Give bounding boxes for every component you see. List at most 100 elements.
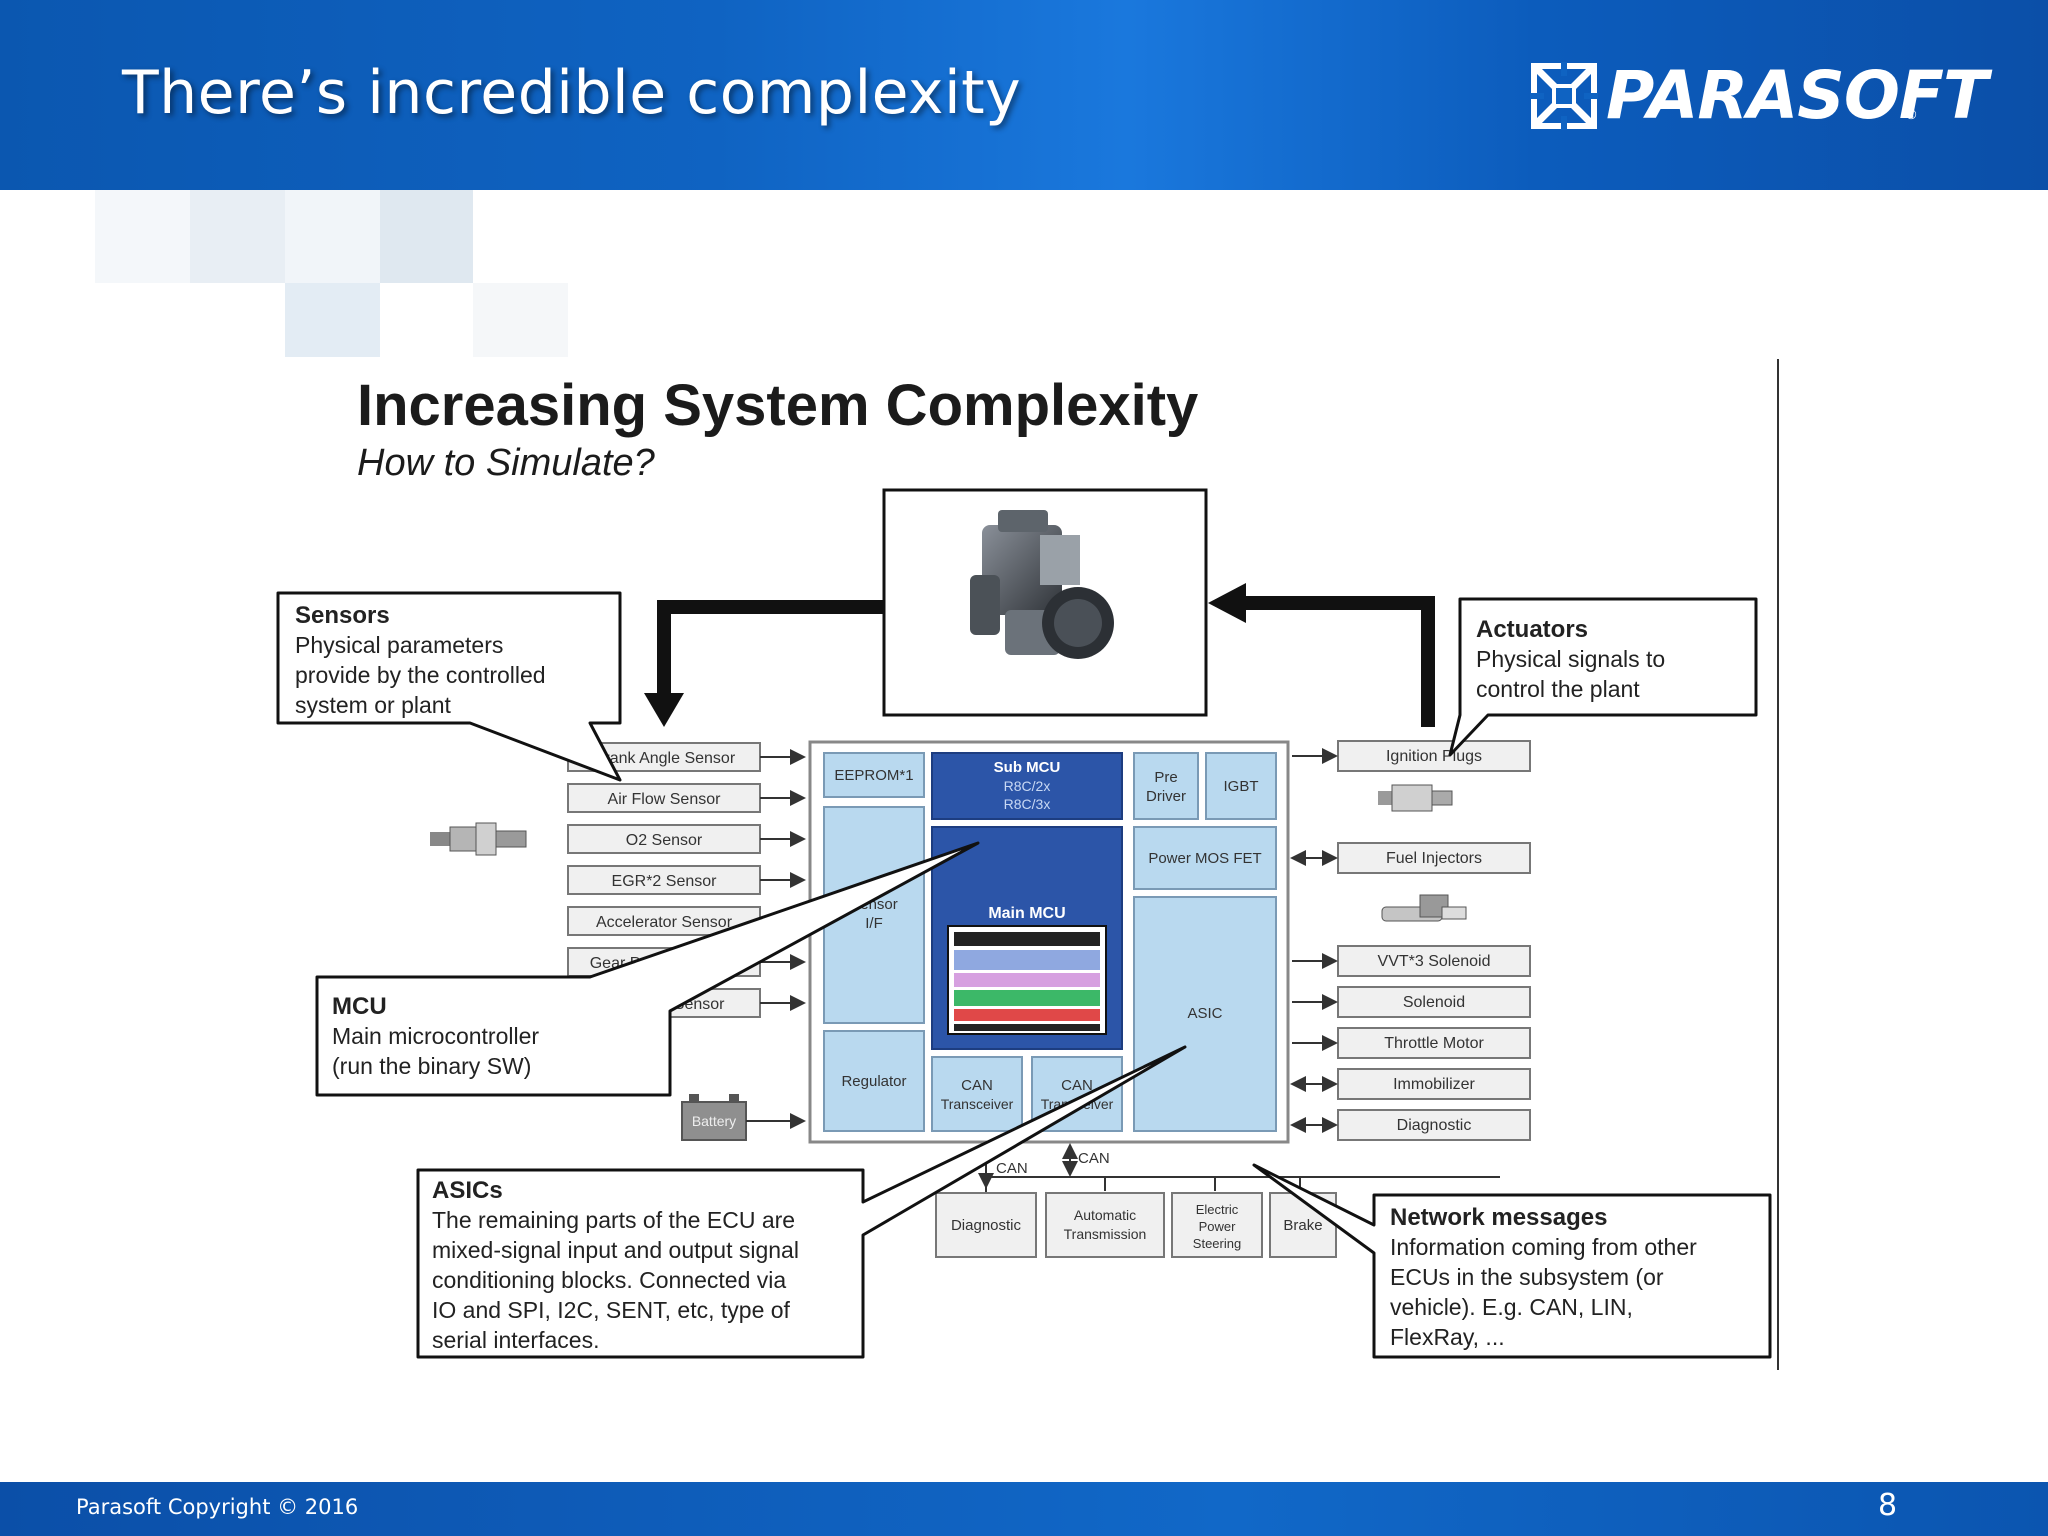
svg-text:CAN: CAN [961,1077,993,1094]
svg-text:Power: Power [1199,1219,1237,1234]
svg-text:Accelerator Sensor: Accelerator Sensor [596,914,733,931]
slide-title: There’s incredible complexity [122,58,1022,128]
svg-text:Main MCU: Main MCU [988,905,1065,922]
actuator-item: Diagnostic [1290,1109,1531,1141]
svg-text:Driver: Driver [1146,788,1186,805]
svg-text:IO and SPI, I2C, SENT, etc, ty: IO and SPI, I2C, SENT, etc, type of [432,1297,791,1323]
page-number: 8 [1878,1488,1898,1523]
actuator-item: Throttle Motor [1292,1027,1531,1059]
svg-text:mixed-signal input and output: mixed-signal input and output signal [432,1237,799,1263]
asic-block: ASIC [1133,896,1277,1132]
svg-text:system or plant: system or plant [295,692,452,718]
logo-wordmark: PARASOFT [1606,57,1988,134]
callout-asics: ASICs The remaining parts of the ECU are… [416,1045,1187,1359]
svg-text:CAN: CAN [1061,1077,1093,1094]
svg-text:ASICs: ASICs [432,1177,503,1204]
svg-text:Steering: Steering [1193,1236,1241,1251]
svg-text:Network messages: Network messages [1390,1204,1607,1231]
network-node-diagnostic: Diagnostic [935,1192,1037,1258]
svg-text:(run the binary SW): (run the binary SW) [332,1053,531,1079]
plant-to-sensors-arrow [644,600,884,727]
power-mos-fet-block: Power MOS FET [1133,826,1277,890]
svg-text:Ignition Plugs: Ignition Plugs [1386,748,1482,765]
callout-actuators: Actuators Physical signals to control th… [1448,597,1758,757]
callout-network-messages: Network messages Information coming from… [1252,1163,1772,1359]
svg-text:control the plant: control the plant [1476,676,1640,702]
can-transceiver-block: CAN Transceiver [931,1056,1023,1132]
svg-text:Main microcontroller: Main microcontroller [332,1023,539,1049]
svg-text:R8C/2x: R8C/2x [1004,778,1051,794]
svg-text:Actuators: Actuators [1476,616,1588,643]
actuators-to-plant-arrow [1208,583,1435,727]
actuator-item: Fuel Injectors [1290,842,1531,874]
sensor-item: Air Flow Sensor [567,783,806,813]
svg-text:IGBT: IGBT [1223,778,1258,795]
svg-text:Air Flow Sensor: Air Flow Sensor [608,791,722,808]
svg-text:Crank Angle Sensor: Crank Angle Sensor [593,750,736,767]
engine-image [970,510,1114,659]
sensor-item: O2 Sensor [567,824,806,854]
svg-text:serial interfaces.: serial interfaces. [432,1327,599,1353]
can-label: CAN [996,1160,1028,1177]
diagram-subtitle: How to Simulate? [357,442,656,484]
svg-text:vehicle). E.g. CAN, LIN,: vehicle). E.g. CAN, LIN, [1390,1294,1633,1320]
svg-text:Automatic: Automatic [1074,1207,1136,1223]
svg-text:Throttle Motor: Throttle Motor [1384,1035,1484,1052]
parasoft-logo-icon [1530,62,1598,130]
actuator-list: Ignition Plugs Fuel Injectors VVT*3 Sole… [1290,740,1531,1141]
svg-text:Power MOS FET: Power MOS FET [1148,850,1261,867]
svg-text:Brake: Brake [1283,1217,1322,1234]
main-mcu-block: Main MCU [931,826,1123,1050]
svg-text:Information coming from other: Information coming from other [1390,1234,1697,1260]
svg-text:provide by the controlled: provide by the controlled [295,662,546,688]
battery-icon: Battery [681,1094,806,1141]
actuator-item: Immobilizer [1290,1068,1531,1100]
copyright-text: Parasoft Copyright © 2016 [76,1495,359,1519]
svg-text:FlexRay, ...: FlexRay, ... [1390,1324,1505,1350]
svg-text:ECUs in the subsystem (or: ECUs in the subsystem (or [1390,1264,1664,1290]
svg-text:The remaining parts of the ECU: The remaining parts of the ECU are [432,1207,795,1233]
svg-text:Physical signals to: Physical signals to [1476,646,1665,672]
svg-text:conditioning blocks. Connected: conditioning blocks. Connected via [432,1267,786,1293]
pre-driver-block: Pre Driver [1133,752,1199,820]
sub-mcu-block: Sub MCU R8C/2x R8C/3x [931,752,1123,820]
svg-text:Transmission: Transmission [1064,1226,1147,1242]
logo-registered-mark: ® [1906,106,1917,122]
svg-text:R8C/3x: R8C/3x [1004,796,1051,812]
fuel-injector-image [1381,894,1467,922]
diagram-title: Increasing System Complexity [357,373,1198,438]
svg-text:Immobilizer: Immobilizer [1393,1076,1475,1093]
svg-text:Physical parameters: Physical parameters [295,632,503,658]
sensor-probe-image [430,822,527,856]
actuator-item: Solenoid [1292,986,1531,1018]
slide-header [0,0,2048,190]
svg-text:ASIC: ASIC [1187,1005,1222,1022]
can-bus: CAN CAN [978,1143,1500,1195]
ecu-complexity-diagram: Increasing System Complexity How to Simu… [270,355,1782,1375]
svg-text:Electric: Electric [1196,1202,1239,1217]
callout-mcu: MCU Main microcontroller (run the binary… [315,841,980,1097]
svg-text:O2 Sensor: O2 Sensor [626,832,703,849]
slide-footer [0,1482,2048,1536]
svg-text:Regulator: Regulator [841,1073,906,1090]
eeprom-block: EEPROM*1 [823,752,925,798]
svg-text:VVT*3 Solenoid: VVT*3 Solenoid [1378,953,1491,970]
actuator-item: VVT*3 Solenoid [1292,945,1531,977]
svg-text:EEPROM*1: EEPROM*1 [834,767,913,784]
network-node-automatic-transmission: Automatic Transmission [1045,1192,1165,1258]
callout-sensors: Sensors Physical parameters provide by t… [276,591,622,782]
svg-text:EGR*2 Sensor: EGR*2 Sensor [612,873,718,890]
sensor-item: EGR*2 Sensor [567,865,806,895]
igbt-block: IGBT [1205,752,1277,820]
parasoft-logo: PARASOFT ® [1530,60,1988,132]
svg-text:Fuel Injectors: Fuel Injectors [1386,850,1482,867]
regulator-block: Regulator [823,1030,925,1132]
svg-text:I/F: I/F [865,915,883,932]
svg-text:Solenoid: Solenoid [1403,994,1465,1011]
can-label: CAN [1078,1150,1110,1167]
actuator-item: Ignition Plugs [1292,740,1531,772]
svg-text:Transceiver: Transceiver [941,1096,1014,1112]
svg-text:Sub MCU: Sub MCU [994,759,1061,776]
spark-plug-image [1378,784,1453,812]
svg-text:Sensors: Sensors [295,602,390,629]
